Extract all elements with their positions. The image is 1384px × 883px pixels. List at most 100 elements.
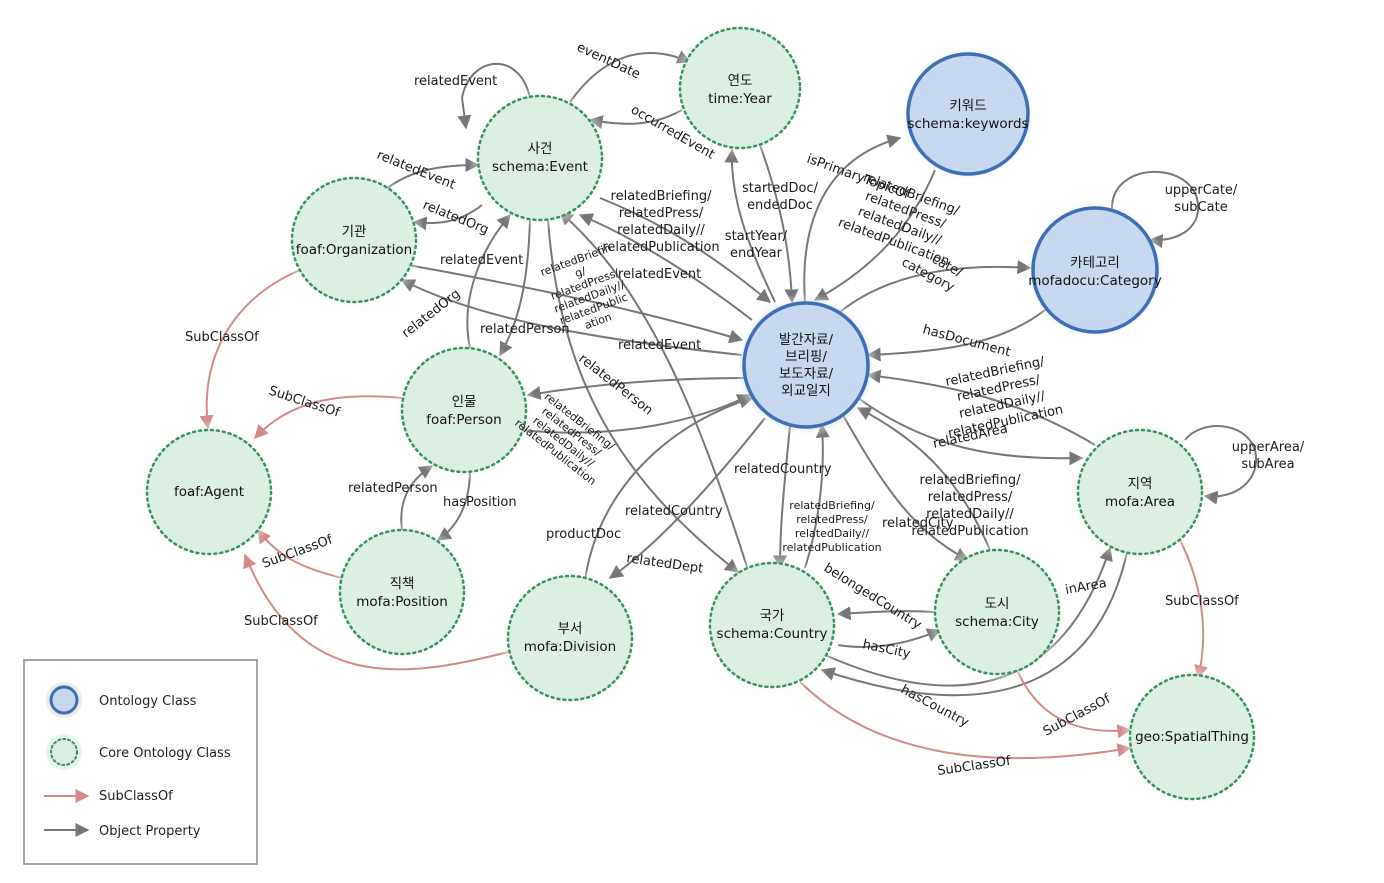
edge-doc-person bbox=[526, 377, 746, 400]
edge-keyword-doc bbox=[813, 169, 936, 301]
edge-category-doc bbox=[866, 309, 1046, 362]
label-upperarea-0: upperArea/ bbox=[1232, 440, 1305, 455]
label-upperarea: upperArea/ subArea bbox=[1232, 440, 1305, 472]
node-position[interactable]: 직책 mofa:Position bbox=[330, 520, 474, 664]
edge-doc-keyword bbox=[803, 134, 902, 303]
edge-org-agent bbox=[199, 269, 301, 430]
edge-division-doc bbox=[584, 394, 754, 581]
node-doc[interactable]: 발간자료/ 브리핑/ 보도자료/ 외교일지 bbox=[734, 293, 878, 437]
node-person-line-0: 인물 bbox=[452, 394, 477, 410]
label-relatedperson-mid: relatedPerson bbox=[480, 322, 570, 337]
legend-core-label: Core Ontology Class bbox=[99, 746, 231, 761]
label-hasdocument: hasDocument bbox=[921, 322, 1012, 360]
node-org-line-0: 기관 bbox=[342, 224, 367, 240]
label-subclassof-pos: SubClassOf bbox=[260, 532, 335, 571]
edge-city-doc bbox=[856, 407, 991, 551]
label-brief-event-2: relatedDaily// bbox=[617, 223, 705, 238]
edge-area-loop bbox=[1184, 425, 1258, 505]
label-startyear-1: endYear bbox=[730, 246, 783, 261]
edge-eventdate bbox=[569, 50, 692, 103]
edge-area-country bbox=[820, 547, 1129, 697]
label-startyear: startYear/ endYear bbox=[725, 229, 788, 261]
label-relatedorg-ev: relatedOrg bbox=[421, 198, 491, 238]
label-brief-city-0: relatedBriefing/ bbox=[920, 473, 1022, 488]
label-relatedevent-mid: relatedEvent bbox=[440, 253, 523, 268]
node-agent[interactable]: foaf:Agent bbox=[137, 420, 281, 564]
label-eventdate: eventDate bbox=[574, 40, 642, 82]
edge-event-loop bbox=[457, 62, 531, 130]
label-starteddoc: startedDoc/ endedDoc bbox=[742, 181, 819, 213]
object-property-edges bbox=[384, 50, 1258, 697]
label-relatedperson-pos: relatedPerson bbox=[348, 481, 438, 496]
node-event[interactable]: 사건 schema:Event bbox=[468, 86, 612, 230]
node-city-line-1: schema:City bbox=[955, 614, 1039, 630]
label-inarea: inArea bbox=[1064, 576, 1108, 598]
edge-country-doc bbox=[804, 423, 830, 569]
label-starteddoc-1: endedDoc bbox=[747, 198, 813, 213]
label-subclassof-country: SubClassOf bbox=[936, 754, 1012, 779]
node-country[interactable]: 국가 schema:Country bbox=[700, 553, 844, 697]
label-brief-country-1: relatedPress/ bbox=[796, 513, 868, 526]
node-division[interactable]: 부서 mofa:Division bbox=[498, 566, 642, 710]
edge-city-country bbox=[836, 606, 936, 621]
node-person[interactable]: 인물 foaf:Person bbox=[392, 338, 536, 482]
edge-event-country bbox=[547, 219, 740, 573]
node-area[interactable]: 지역 mofa:Area bbox=[1068, 420, 1212, 564]
edge-org-doc bbox=[407, 264, 744, 344]
node-event-line-0: 사건 bbox=[528, 141, 553, 157]
edge-person-event bbox=[466, 213, 511, 349]
node-country-line-0: 국가 bbox=[760, 608, 785, 624]
label-brief-event-1: relatedPress/ bbox=[619, 206, 704, 221]
node-category-line-1: mofadocu:Category bbox=[1028, 273, 1161, 289]
node-org-line-1: foaf:Organization bbox=[296, 242, 412, 258]
node-agent-line-0: foaf:Agent bbox=[174, 484, 244, 500]
node-doc-line-2: 보도자료/ bbox=[779, 366, 834, 382]
label-upperarea-1: subArea bbox=[1241, 457, 1294, 472]
node-keyword-line-0: 키워드 bbox=[949, 98, 986, 114]
node-category[interactable]: 카테고리 mofadocu:Category bbox=[1025, 200, 1165, 340]
label-subclassof-area: SubClassOf bbox=[1165, 594, 1239, 609]
node-year[interactable]: 연도 time:Year bbox=[670, 18, 810, 158]
node-year-line-1: time:Year bbox=[708, 91, 772, 107]
edge-division-agent bbox=[243, 553, 509, 671]
label-startyear-0: startYear/ bbox=[725, 229, 788, 244]
label-brief-event: relatedBriefing/ relatedPress/ relatedDa… bbox=[602, 189, 719, 255]
subclass-edges bbox=[199, 269, 1208, 760]
node-position-line-0: 직책 bbox=[390, 576, 415, 592]
node-spatial[interactable]: geo:SpatialThing bbox=[1120, 665, 1264, 809]
node-position-line-1: mofa:Position bbox=[356, 594, 448, 610]
node-doc-line-3: 외교일지 bbox=[781, 383, 831, 399]
edge-area-spatial bbox=[1179, 539, 1208, 680]
edge-event-doc-brief bbox=[599, 197, 772, 303]
edge-year-doc bbox=[759, 144, 799, 304]
edge-event-person bbox=[499, 219, 531, 357]
edge-doc-area bbox=[857, 397, 1084, 466]
label-hasposition: hasPosition bbox=[443, 495, 517, 510]
node-person-line-1: foaf:Person bbox=[426, 412, 501, 428]
node-org[interactable]: 기관 foaf:Organization bbox=[282, 168, 426, 312]
label-productdoc: productDoc bbox=[546, 527, 621, 542]
label-uppercate-0: upperCate/ bbox=[1165, 183, 1238, 198]
label-relatedcountry-2: relatedCountry bbox=[625, 504, 723, 519]
node-year-line-0: 연도 bbox=[728, 73, 753, 89]
node-city[interactable]: 도시 schema:City bbox=[925, 540, 1069, 684]
node-doc-line-1: 브리핑/ bbox=[785, 349, 827, 365]
label-brief-event-3: relatedPublication bbox=[602, 240, 719, 255]
edge-country-event bbox=[558, 211, 749, 571]
label-relatedevent-loop: relatedEvent bbox=[414, 74, 497, 89]
edge-person-doc bbox=[519, 394, 752, 434]
label-brief-country-2: relatedDaily// bbox=[795, 527, 869, 540]
label-relatedcity: relatedCity bbox=[882, 516, 954, 531]
label-brief-city-2: relatedDaily// bbox=[926, 507, 1014, 522]
node-keyword-line-1: schema:keywords bbox=[907, 116, 1028, 132]
legend-core-icon bbox=[50, 738, 78, 766]
nodes: 사건 schema:Event 연도 time:Year 키워드 schema:… bbox=[137, 18, 1264, 809]
node-doc-line-0: 발간자료/ bbox=[779, 332, 834, 348]
edge-city-spatial bbox=[1017, 671, 1132, 739]
node-keyword[interactable]: 키워드 schema:keywords bbox=[900, 46, 1036, 182]
edge-person-agent bbox=[254, 395, 403, 440]
node-category-line-0: 카테고리 bbox=[1070, 255, 1120, 271]
node-spatial-line-0: geo:SpatialThing bbox=[1135, 729, 1249, 745]
edge-position-agent bbox=[257, 528, 343, 579]
label-brief-country-0: relatedBriefing/ bbox=[789, 499, 875, 512]
